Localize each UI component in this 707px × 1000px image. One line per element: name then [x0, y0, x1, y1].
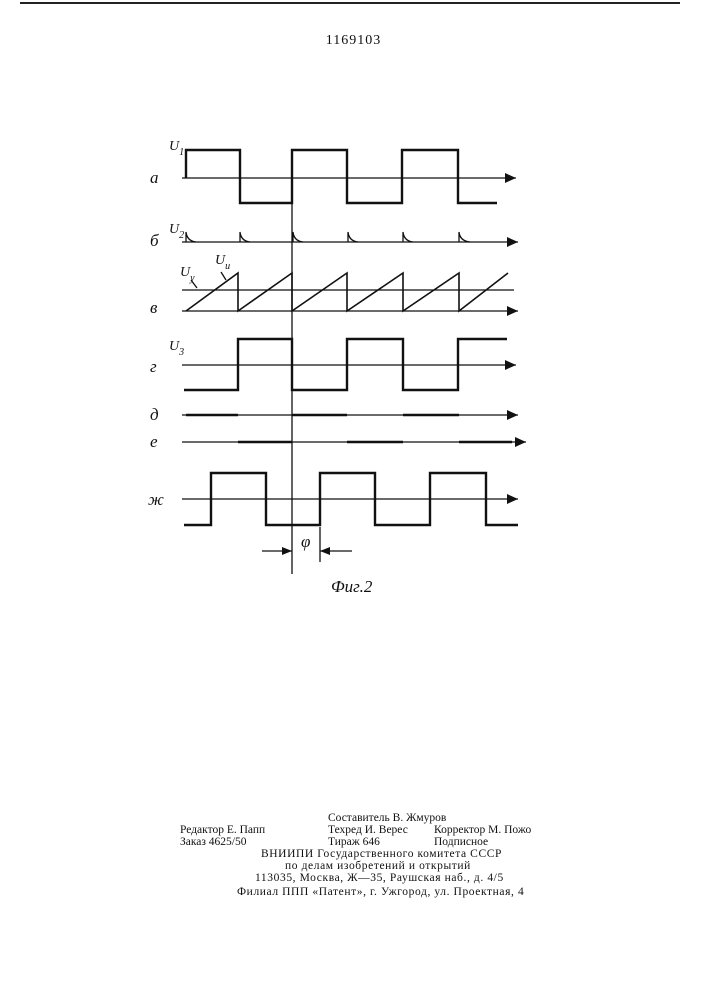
pulse-1 — [186, 232, 196, 242]
signal-label-uy: Uy — [180, 265, 195, 284]
arrow-b — [507, 237, 518, 247]
pulse-4 — [348, 232, 358, 242]
row-label-g: г — [150, 357, 157, 376]
pulse-5 — [403, 232, 413, 242]
sawtooth-wave — [186, 273, 508, 311]
row-label-b: б — [150, 231, 159, 250]
arrow-a — [505, 173, 516, 183]
colophon-branch: Филиал ППП «Патент», г. Ужгород, ул. Про… — [237, 886, 524, 899]
signal-label-u3: U3 — [169, 339, 184, 358]
signal-label-ui: Uи — [215, 253, 230, 272]
ui-leader — [221, 272, 226, 280]
phase-arrow-right — [320, 547, 330, 555]
phase-label: φ — [301, 532, 310, 551]
row-label-zh: ж — [148, 490, 164, 509]
signal-label-u1: U1 — [169, 139, 184, 158]
pulse-2 — [240, 232, 250, 242]
row-label-v: в — [150, 298, 158, 317]
row-label-e: е — [150, 432, 158, 451]
row-label-d: д — [150, 405, 159, 424]
pulse-3 — [293, 232, 303, 242]
phase-arrow-left — [282, 547, 292, 555]
signal-label-u2: U2 — [169, 222, 184, 241]
row-label-a: а — [150, 168, 159, 187]
timing-diagram: а U1 б U2 в Uy Uи г U3 д е ж φ — [0, 0, 707, 620]
pulse-6 — [459, 232, 470, 242]
arrow-g — [505, 360, 516, 370]
waveform-a — [186, 150, 497, 203]
arrow-e — [515, 437, 526, 447]
colophon-order: Заказ 4625/50 — [180, 836, 247, 849]
colophon-address: 113035, Москва, Ж—35, Раушская наб., д. … — [255, 872, 504, 885]
figure-caption: Фиг.2 — [331, 577, 373, 596]
arrow-d — [507, 410, 518, 420]
arrow-zh — [507, 494, 518, 504]
arrow-v — [507, 306, 518, 316]
